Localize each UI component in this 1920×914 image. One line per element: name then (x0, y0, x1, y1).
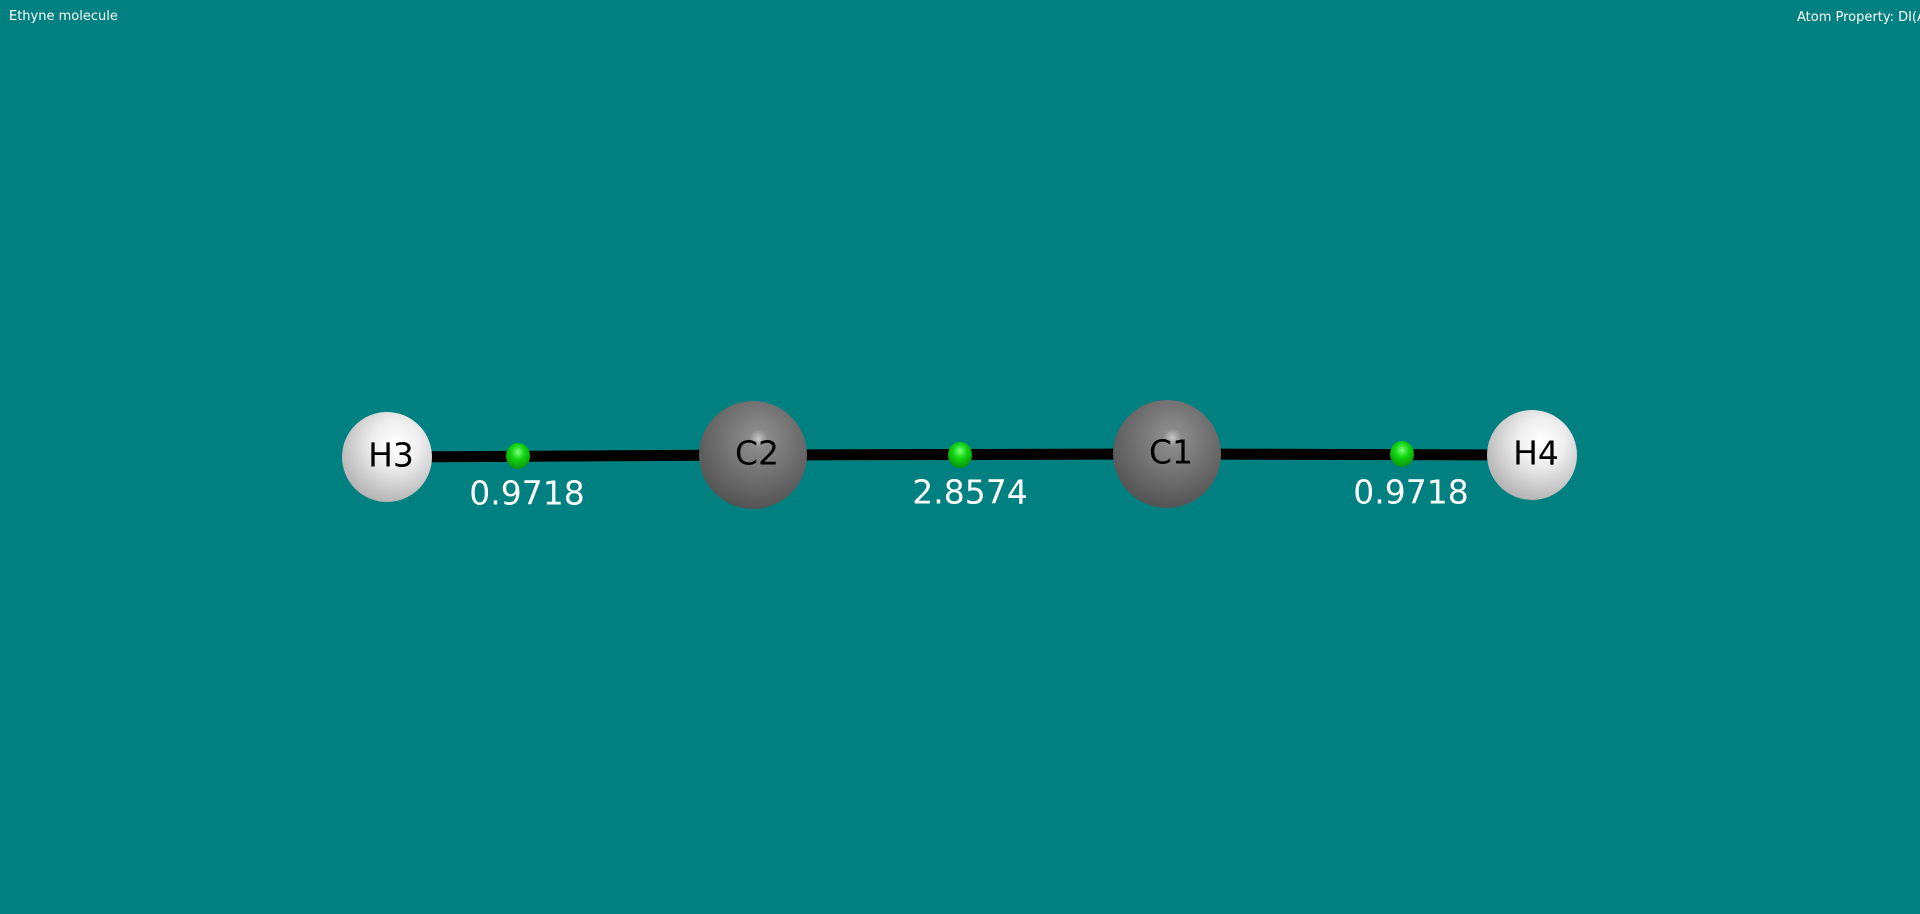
atom-label: C1 (1149, 433, 1193, 472)
atom-C1[interactable]: C1 (1113, 400, 1221, 508)
atom-H4[interactable]: H4 (1487, 410, 1577, 500)
bond-value-label: 0.9718 (1353, 473, 1468, 512)
bond-C1-H4 (1166, 448, 1533, 461)
hydrogen-atom-sphere[interactable] (1487, 410, 1577, 500)
molecule-title: Ethyne molecule (9, 9, 118, 24)
carbon-atom-sphere[interactable] (699, 401, 807, 509)
bond-critical-point[interactable] (1390, 441, 1414, 467)
atom-label: C2 (735, 434, 779, 473)
bonds-layer: 0.9718 2.8574 0.9718 (386, 441, 1533, 513)
bond-H3-C2 (386, 449, 754, 463)
bond-value-label: 0.9718 (469, 474, 584, 513)
hydrogen-atom-sphere[interactable] (342, 412, 432, 502)
bond-critical-point[interactable] (506, 443, 530, 469)
atom-C2[interactable]: C2 (699, 401, 807, 509)
bond-critical-point[interactable] (948, 442, 972, 468)
bond-value-label: 2.8574 (912, 473, 1027, 512)
atom-label: H4 (1513, 434, 1559, 473)
atom-H3[interactable]: H3 (342, 412, 432, 502)
atoms-layer: H3 C2 C1 H4 (342, 400, 1577, 509)
atom-label: H3 (368, 436, 414, 475)
atom-property-label: Atom Property: DI(A, (1797, 10, 1920, 25)
carbon-atom-sphere[interactable] (1113, 400, 1221, 508)
